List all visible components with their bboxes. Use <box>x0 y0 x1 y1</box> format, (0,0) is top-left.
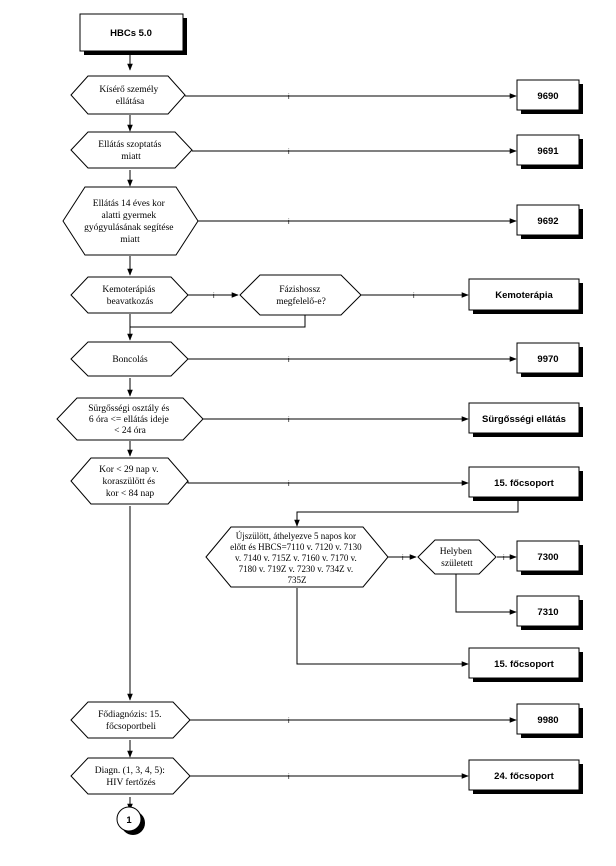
edge-loop-fazis <box>129 314 306 328</box>
edge-ujszulott-15b <box>296 588 469 667</box>
decision-kemoterapias: Kemoterápiás beavatkozás <box>70 276 189 314</box>
result-24-focsoport: 24. főcsoport <box>468 759 583 794</box>
decision-kisero: Kísérő személy ellátása <box>70 75 186 115</box>
decision-ujszulott: Újszülött, áthelyezve 5 napos kor előtt … <box>205 526 389 588</box>
decision-gyermek: Ellátás 14 éves kor alatti gyermek gyógy… <box>62 186 199 256</box>
svg-text:9970: 9970 <box>537 354 558 365</box>
yes-label: i <box>413 293 415 300</box>
yes-label: i <box>288 417 290 424</box>
svg-text:1: 1 <box>126 815 132 826</box>
decision-text: Ellátás 14 éves kor alatti gyermek gyógy… <box>84 199 176 245</box>
decision-text: Fázishossz megfelelő-e? <box>276 285 326 307</box>
result-9691: 9691 <box>516 134 583 169</box>
decision-kor: Kor < 29 nap v. koraszülött és kor < 84 … <box>70 457 189 505</box>
result-kemoterapia: Kemoterápia <box>468 278 583 314</box>
yes-label: i <box>288 481 290 488</box>
result-7310: 7310 <box>516 595 583 630</box>
yes-labels: i i i i i i i i i i i i <box>213 94 505 781</box>
decision-text: Boncolás <box>112 355 148 365</box>
yes-label: i <box>213 293 215 300</box>
yes-label: i <box>288 219 290 226</box>
decision-text: Helyben született <box>440 547 475 569</box>
start-box: HBCs 5.0 <box>79 13 187 55</box>
svg-text:7300: 7300 <box>537 552 558 563</box>
decision-helyben: Helyben született <box>417 539 497 575</box>
yes-label: i <box>503 555 505 562</box>
decision-boncolas: Boncolás <box>70 341 189 377</box>
result-15-focsoport-b: 15. főcsoport <box>468 647 583 682</box>
edge-15a-ujszulott <box>294 500 519 527</box>
yes-label: i <box>288 774 290 781</box>
start-box-label: HBCs 5.0 <box>110 28 152 39</box>
decision-hiv: Diagn. (1, 3, 4, 5): HIV fertőzés <box>70 757 191 795</box>
decision-fodiagnozis: Fődiagnózis: 15. főcsoportbeli <box>70 701 191 739</box>
page-connector: 1 <box>116 806 145 835</box>
decision-fazishossz: Fázishossz megfelelő-e? <box>239 274 362 316</box>
svg-text:9980: 9980 <box>537 715 558 726</box>
result-15-focsoport-a: 15. főcsoport <box>468 466 583 501</box>
decision-surgossegi: Sürgősségi osztály és 6 óra <= ellátás i… <box>56 397 204 441</box>
edge-helyben-7310 <box>455 574 517 615</box>
yes-label: i <box>288 94 290 101</box>
result-9690: 9690 <box>516 79 583 114</box>
yes-label: i <box>288 149 290 156</box>
edges <box>127 52 519 811</box>
svg-text:15. főcsoport: 15. főcsoport <box>494 659 554 670</box>
result-9970: 9970 <box>516 342 583 377</box>
svg-text:Kemoterápia: Kemoterápia <box>495 290 553 301</box>
decision-text: Újszülött, áthelyezve 5 napos kor előtt … <box>230 531 364 585</box>
yes-label: i <box>288 718 290 725</box>
decision-text: Kemoterápiás beavatkozás <box>102 285 157 307</box>
svg-text:9691: 9691 <box>537 146 559 157</box>
svg-text:24. főcsoport: 24. főcsoport <box>494 771 554 782</box>
decision-text: Ellátás szoptatás miatt <box>98 140 163 162</box>
decision-text: Diagn. (1, 3, 4, 5): HIV fertőzés <box>95 765 168 788</box>
svg-text:Sürgősségi ellátás: Sürgősségi ellátás <box>482 414 566 425</box>
decision-text: Kísérő személy ellátása <box>99 85 160 107</box>
svg-text:9692: 9692 <box>537 216 558 227</box>
svg-text:15. főcsoport: 15. főcsoport <box>494 478 554 489</box>
decision-text: Sürgősségi osztály és 6 óra <= ellátás i… <box>88 404 171 436</box>
decision-text: Fődiagnózis: 15. főcsoportbeli <box>98 710 164 732</box>
svg-text:9690: 9690 <box>537 91 558 102</box>
result-7300: 7300 <box>516 540 583 575</box>
yes-label: i <box>402 555 404 562</box>
result-9980: 9980 <box>516 703 583 738</box>
decision-text: Kor < 29 nap v. koraszülött és kor < 84 … <box>99 465 161 499</box>
yes-label: i <box>288 357 290 364</box>
svg-text:7310: 7310 <box>537 607 558 618</box>
decision-szoptatas: Ellátás szoptatás miatt <box>70 131 193 169</box>
result-9692: 9692 <box>516 204 583 239</box>
result-surgossegi-ellatas: Sürgősségi ellátás <box>468 402 583 437</box>
edge-kor-15a <box>187 480 469 486</box>
